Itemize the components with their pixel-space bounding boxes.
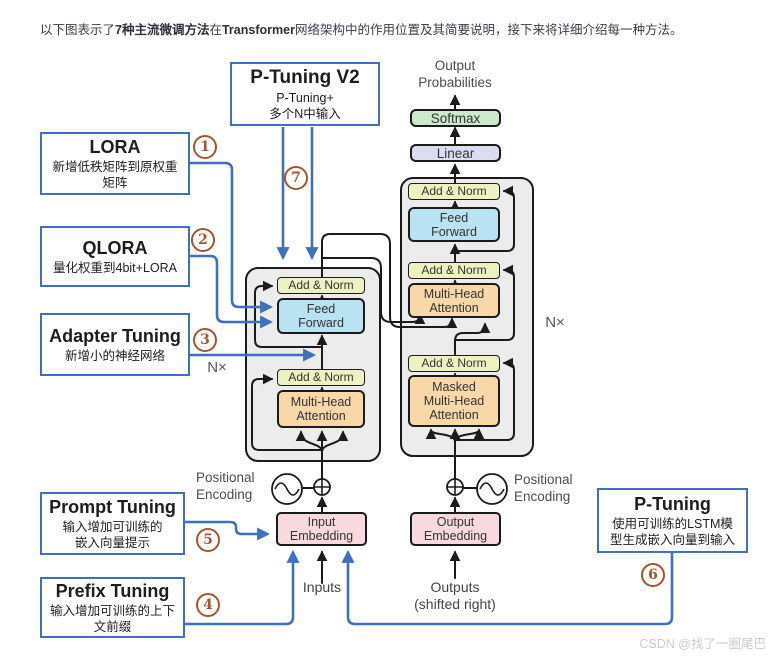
method-desc: P-Tuning+ 多个N中输入 — [269, 90, 341, 121]
intro-part-bold: Transformer — [221, 23, 295, 37]
multi-head-attention-box: Multi-Head Attention — [277, 390, 365, 428]
encoder-panel — [245, 267, 381, 462]
step-number-3: 3 — [193, 328, 217, 352]
step-number-5: 5 — [196, 528, 220, 552]
multi-head-attention-box: Multi-Head Attention — [408, 283, 500, 318]
nx-label-left: N× — [207, 359, 227, 376]
method-box-adapter-tuning: Adapter Tuning 新增小的神经网络 — [40, 313, 190, 376]
positional-encoding-label-left: Positional Encoding — [196, 470, 255, 502]
method-box-qlora: QLORA 量化权重到4bit+LORA — [40, 226, 190, 287]
intro-part: 在 — [209, 23, 222, 37]
method-desc: 新增低秩矩阵到原权重 矩阵 — [52, 160, 178, 190]
positional-encoding-symbol-left — [271, 473, 331, 505]
method-desc: 使用可训练的LSTM模 型生成嵌入向量到输入 — [609, 517, 735, 547]
intro-part: 网络架构中的作用位置及其简要说明，接下来将详细介绍每一种方法。 — [294, 23, 683, 37]
step-number-7: 7 — [284, 166, 308, 190]
linear-box: Linear — [410, 144, 501, 162]
add-norm-box: Add & Norm — [277, 369, 365, 386]
intro-part: 以下图表示了 — [40, 23, 116, 37]
watermark: CSDN @找了一圈尾巴 — [639, 637, 766, 651]
method-title: Adapter Tuning — [49, 326, 181, 346]
nx-label-right: N× — [545, 314, 565, 331]
method-desc: 输入增加可训练的 嵌入向量提示 — [62, 520, 163, 550]
positional-encoding-label-right: Positional Encoding — [514, 472, 573, 504]
intro-text: 以下图表示了7种主流微调方法在Transformer网络架构中的作用位置及其简要… — [40, 19, 750, 38]
method-box-lora: LORA 新增低秩矩阵到原权重 矩阵 — [40, 132, 190, 195]
outputs-label: Outputs (shifted right) — [414, 579, 496, 612]
output-embedding-box: Output Embedding — [410, 512, 501, 546]
masked-multi-head-attention-box: Masked Multi-Head Attention — [408, 375, 500, 427]
intro-part-bold: 7种主流微调方法 — [115, 23, 210, 37]
step-number-2: 2 — [191, 228, 215, 252]
add-norm-box: Add & Norm — [408, 183, 500, 200]
output-probabilities-label: Output Probabilities — [418, 58, 492, 90]
method-desc: 量化权重到4bit+LORA — [53, 261, 177, 275]
step-number-6: 6 — [641, 563, 665, 587]
method-box-prefix-tuning: Prefix Tuning 输入增加可训练的上下 文前缀 — [40, 577, 185, 638]
add-norm-box: Add & Norm — [277, 277, 365, 294]
step-number-4: 4 — [196, 593, 220, 617]
method-box-ptuning-v2: P-Tuning V2 P-Tuning+ 多个N中输入 — [230, 62, 380, 126]
add-norm-box: Add & Norm — [408, 355, 500, 372]
method-title: Prompt Tuning — [49, 497, 176, 517]
method-box-ptuning: P-Tuning 使用可训练的LSTM模 型生成嵌入向量到输入 — [597, 488, 748, 553]
positional-encoding-symbol-right — [446, 473, 508, 505]
method-title: Prefix Tuning — [55, 581, 170, 601]
method-title: LORA — [89, 137, 141, 157]
feed-forward-box: Feed Forward — [408, 207, 500, 242]
feed-forward-box: Feed Forward — [277, 298, 365, 334]
inputs-label: Inputs — [302, 579, 342, 595]
method-title: QLORA — [82, 238, 148, 258]
method-desc: 新增小的神经网络 — [64, 349, 165, 363]
softmax-box: Softmax — [410, 109, 501, 127]
method-box-prompt-tuning: Prompt Tuning 输入增加可训练的 嵌入向量提示 — [40, 492, 185, 555]
input-embedding-box: Input Embedding — [276, 512, 367, 546]
method-title: P-Tuning V2 — [250, 66, 360, 88]
method-desc: 输入增加可训练的上下 文前缀 — [49, 604, 175, 634]
step-number-1: 1 — [193, 135, 217, 159]
add-norm-box: Add & Norm — [408, 262, 500, 279]
method-title: P-Tuning — [634, 494, 711, 514]
